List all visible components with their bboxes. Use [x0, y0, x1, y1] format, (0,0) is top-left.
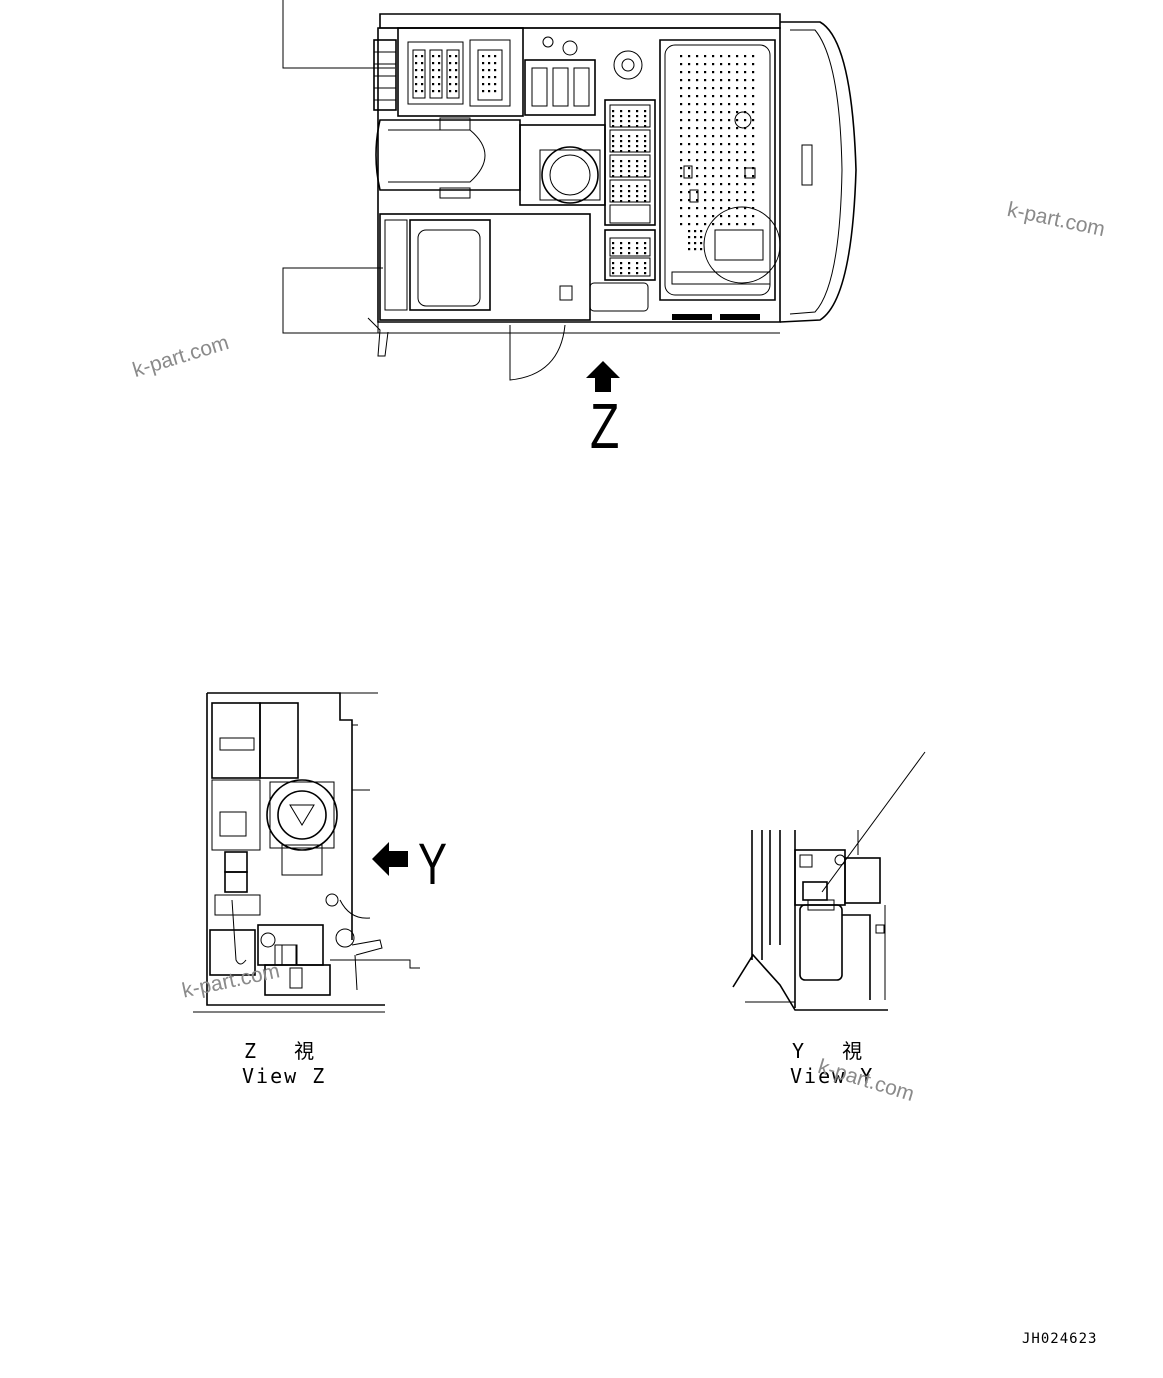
connector-pin-dots — [415, 55, 755, 275]
view-y-letter: Y — [418, 832, 448, 897]
arrow-up-icon — [586, 361, 620, 392]
arrow-left-icon — [372, 842, 408, 876]
view-y-caption-en: View Y — [790, 1064, 875, 1088]
view-y-caption-jp: Y 視 — [792, 1039, 865, 1063]
view-z-drawing — [193, 692, 420, 1013]
view-z-caption-jp: Z 視 — [244, 1039, 317, 1063]
view-z-letter: Z — [590, 390, 620, 462]
top-view-plan — [282, 0, 857, 381]
view-z-caption-en: View Z — [242, 1064, 327, 1088]
drawing-code: JH024623 — [1022, 1331, 1098, 1347]
view-y-drawing — [732, 751, 926, 1011]
